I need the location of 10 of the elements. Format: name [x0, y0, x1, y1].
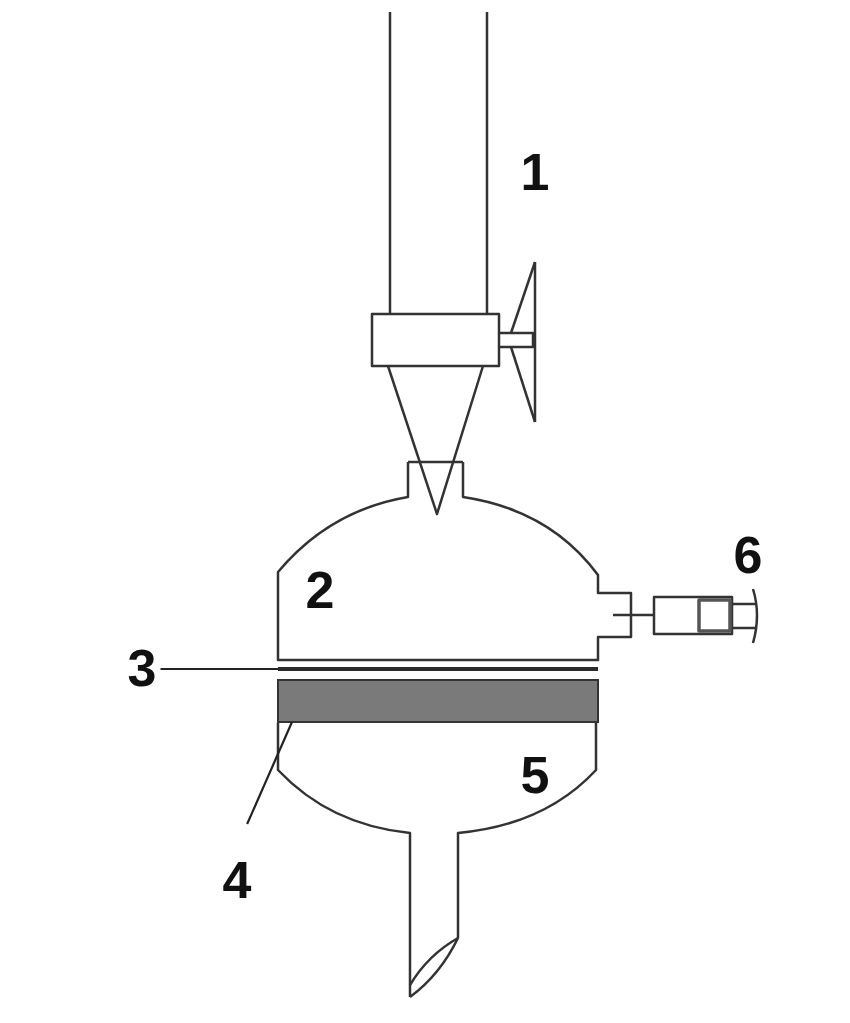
callout-number: 1: [520, 146, 550, 198]
callout-number: 3: [127, 642, 157, 694]
callout-number: 2: [305, 564, 335, 616]
leader-line: [160, 667, 278, 671]
membrane: [278, 667, 598, 671]
callout-number: 4: [222, 854, 252, 906]
leader-line: [246, 721, 293, 825]
callout-number: 6: [733, 529, 763, 581]
filter-layer: [277, 679, 599, 723]
callout-number: 5: [520, 749, 550, 801]
